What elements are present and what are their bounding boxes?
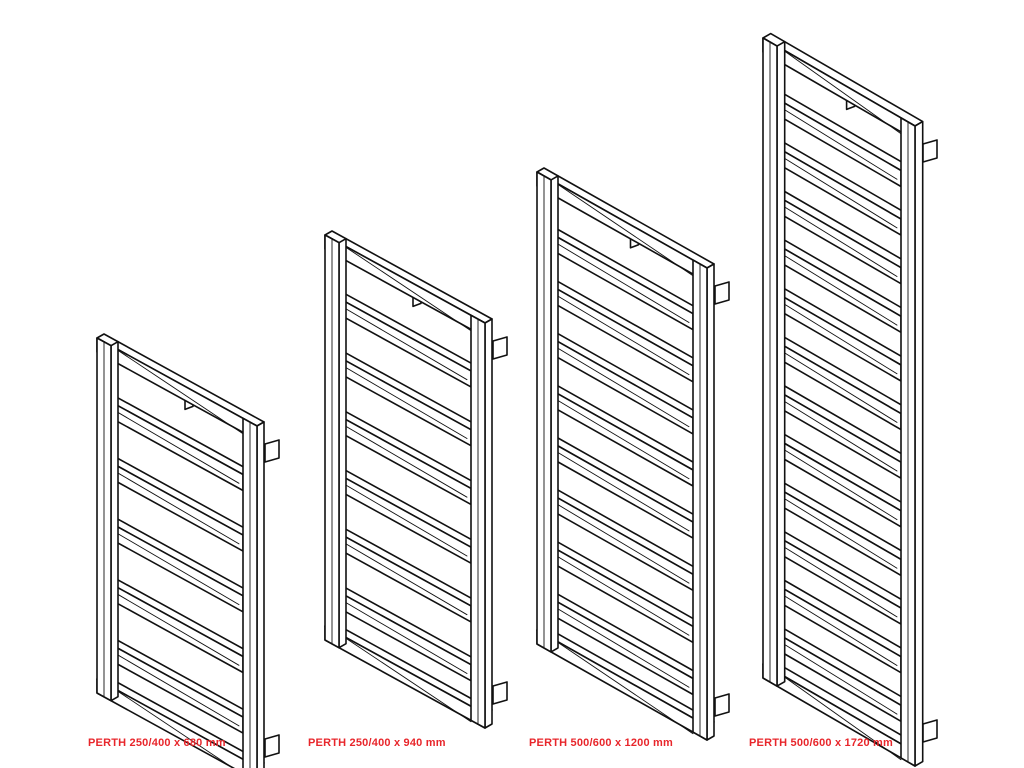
model-caption-perth-940: PERTH 250/400 x 940 mm [308,737,446,749]
bar-6-groove [342,600,468,674]
frame-top-front [324,234,486,338]
frame-top-front [762,37,916,141]
wall-bracket-bottom [714,693,730,717]
bar-3-groove [342,424,468,498]
rail-right-side [706,263,715,741]
rail-left-side [110,340,119,702]
bar-11-groove [780,593,898,666]
bar-5-groove [780,301,898,375]
rail-right-side [914,120,924,767]
wall-bracket-bottom [922,719,938,743]
radiator-perth-680 [96,333,280,768]
bar-4-groove [780,252,898,326]
wall-bracket-top [492,336,508,360]
bar-1-groove [114,410,240,484]
rail-left-side [550,175,559,653]
rail-right-side [256,421,265,768]
bar-6-groove [554,502,690,584]
frame-top-groove [550,179,694,277]
bar-10-groove [780,544,898,618]
wall-bracket-top [264,439,280,463]
bar-7-groove [780,398,898,472]
bar-8-groove [554,606,690,688]
wall-bracket-top [714,281,730,305]
bar-7-groove [554,554,690,636]
model-caption-perth-1200: PERTH 500/600 x 1200 mm [529,737,674,749]
bar-3-groove [554,346,690,428]
rail-left-side [338,237,347,649]
bar-12-groove [780,641,898,715]
bar-2-groove [114,470,240,545]
bar-2-groove [342,365,468,439]
wall-bracket-top [922,139,938,163]
bar-1-groove [554,241,690,323]
frame-bottom-groove [338,633,472,723]
rail-right-side [484,318,493,729]
bar-1-groove [342,306,468,381]
bar-2-groove [780,155,898,229]
bar-4-groove [114,592,240,666]
model-caption-perth-1720: PERTH 500/600 x 1720 mm [749,737,894,749]
bar-5-groove [114,652,240,727]
rail-left-side [776,40,786,687]
radiator-perth-940 [324,230,508,729]
bar-8-top [550,593,701,680]
bar-3-groove [780,204,898,277]
frame-bottom-groove [776,671,902,761]
model-caption-perth-680: PERTH 250/400 x 680 mm [88,737,226,749]
frame-top-groove [338,242,472,332]
bar-5-groove [342,541,468,616]
frame-top-front [96,337,258,441]
wall-bracket-bottom [492,681,508,705]
bar-9-groove [780,496,898,569]
bar-6-groove [780,350,898,423]
wall-bracket-bottom [264,734,280,758]
radiator-perth-1720 [762,32,938,767]
bar-2-groove [554,293,690,376]
bar-4-groove [554,398,690,480]
bar-4-groove [342,482,468,557]
bar-8-groove [780,447,898,521]
frame-top-groove [110,345,244,435]
bar-1-groove [780,107,898,180]
frame-bottom-groove [550,637,694,735]
frame-top-groove [776,45,902,135]
frame-bottom-groove [110,686,234,768]
radiator-perth-1200 [536,167,730,741]
bar-5-groove [554,450,690,532]
bar-3-groove [114,531,240,606]
